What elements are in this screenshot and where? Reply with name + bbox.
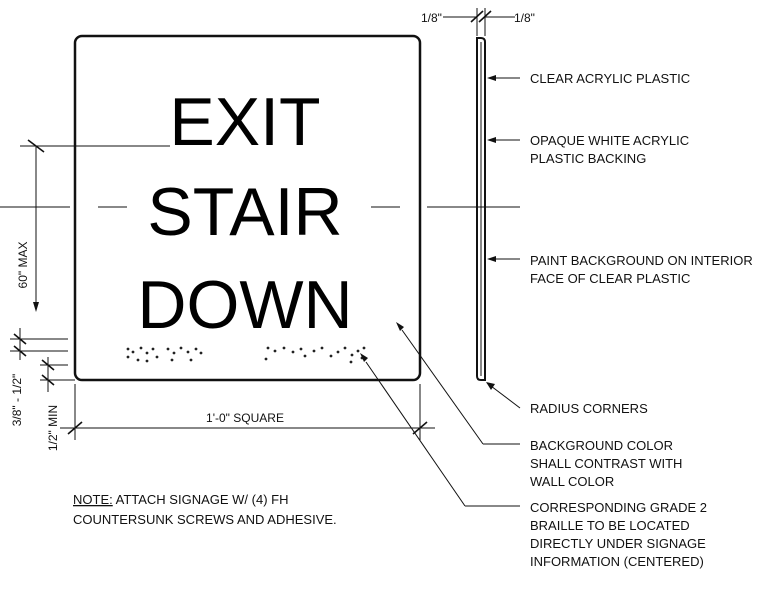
braille-dots — [126, 346, 366, 364]
callout-arrowheads — [360, 75, 496, 390]
callout-paint-background-line2: FACE OF CLEAR PLASTIC — [530, 271, 690, 286]
braille-min-label: 1/2" MIN — [46, 405, 60, 451]
width-dimension — [60, 384, 435, 440]
sign-side-view — [476, 37, 486, 381]
callout-background-color-line3: WALL COLOR — [530, 474, 614, 489]
note-label: NOTE: — [73, 492, 113, 507]
callout-braille-line2: BRAILLE TO BE LOCATED — [530, 518, 690, 533]
note-text-1: ATTACH SIGNAGE W/ (4) FH — [113, 492, 289, 507]
callout-background-color-line2: SHALL CONTRAST WITH — [530, 456, 682, 471]
sign-text-exit: EXIT — [169, 84, 320, 160]
thickness-right-label: 1/8" — [514, 11, 535, 25]
sign-text-stair: STAIR — [147, 174, 342, 250]
note-line2: COUNTERSUNK SCREWS AND ADHESIVE. — [73, 512, 337, 527]
callout-paint-background-line1: PAINT BACKGROUND ON INTERIOR — [530, 253, 753, 268]
width-dimension-label: 1'-0" SQUARE — [206, 411, 284, 425]
thickness-left-label: 1/8" — [421, 11, 442, 25]
callout-braille-line3: DIRECTLY UNDER SIGNAGE — [530, 536, 706, 551]
callout-braille-line1: CORRESPONDING GRADE 2 — [530, 500, 707, 515]
thickness-dimension — [443, 8, 515, 36]
callout-braille-line4: INFORMATION (CENTERED) — [530, 554, 704, 569]
callout-clear-acrylic: CLEAR ACRYLIC PLASTIC — [530, 71, 690, 86]
callout-opaque-backing-line1: OPAQUE WHITE ACRYLIC — [530, 133, 689, 148]
braille-dimension — [10, 328, 75, 392]
callout-background-color-line1: BACKGROUND COLOR — [530, 438, 673, 453]
callout-leaders — [365, 77, 521, 507]
braille-gap-label: 3/8" - 1/2" — [10, 374, 24, 427]
callout-radius-corners: RADIUS CORNERS — [530, 401, 648, 416]
height-dimension — [20, 139, 170, 312]
note-line1: NOTE: ATTACH SIGNAGE W/ (4) FH — [73, 492, 288, 507]
callout-opaque-backing-line2: PLASTIC BACKING — [530, 151, 646, 166]
sign-text-down: DOWN — [137, 267, 352, 343]
height-dimension-label: 60" MAX — [16, 242, 30, 289]
sign-panel — [73, 34, 422, 382]
